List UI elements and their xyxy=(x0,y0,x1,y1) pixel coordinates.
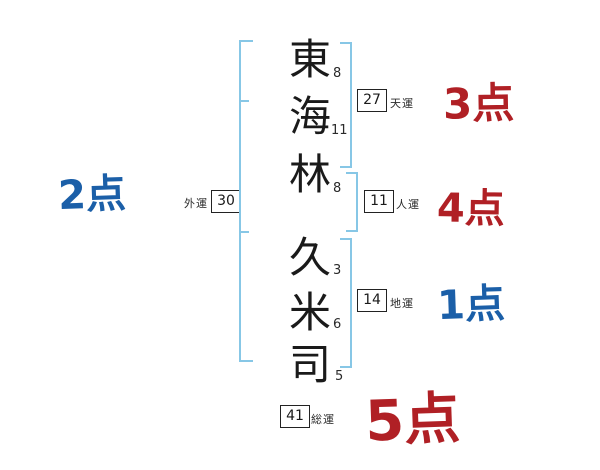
name-char-1: 東 xyxy=(288,35,331,84)
person-bracket-tick-top xyxy=(346,172,358,174)
name-char-4: 久 xyxy=(288,233,331,282)
heaven-bracket-tick-top xyxy=(340,42,352,44)
stroke-count-6: 5 xyxy=(335,369,344,384)
stroke-count-2: 11 xyxy=(331,123,348,138)
heaven-bracket-tick-bottom xyxy=(340,166,352,168)
person-luck-label: 人運 xyxy=(396,198,420,211)
heaven-luck-score: 3点 xyxy=(442,78,515,129)
earth-luck-score: 1点 xyxy=(436,280,506,330)
earth-luck-value-box: 14 xyxy=(357,289,387,312)
outer-bracket-line xyxy=(239,40,241,362)
stroke-count-1: 8 xyxy=(333,66,342,81)
name-char-3: 林 xyxy=(288,150,331,199)
outer-bracket-tick-bottom xyxy=(239,360,253,362)
name-char-2: 海 xyxy=(288,92,331,141)
earth-bracket-tick-bottom xyxy=(340,366,352,368)
earth-luck-label: 地運 xyxy=(390,297,414,310)
heaven-luck-value-box: 27 xyxy=(357,89,387,112)
outer-bracket-tick-mid2 xyxy=(239,231,249,233)
person-luck-value-box: 11 xyxy=(364,190,394,213)
earth-bracket-tick-top xyxy=(340,238,352,240)
outer-bracket-tick-top xyxy=(239,40,253,42)
total-luck-value-box: 41 xyxy=(280,405,310,428)
name-char-6: 司 xyxy=(288,340,331,389)
outer-luck-score: 2点 xyxy=(57,170,127,220)
person-bracket-line xyxy=(356,172,358,232)
total-luck-score: 5点 xyxy=(364,386,462,455)
earth-bracket-line xyxy=(350,238,352,368)
stroke-count-5: 6 xyxy=(333,317,342,332)
outer-luck-value-box: 30 xyxy=(211,190,241,213)
outer-bracket-tick-mid1 xyxy=(239,100,249,102)
stroke-count-3: 8 xyxy=(333,181,342,196)
name-char-5: 米 xyxy=(288,288,331,337)
person-bracket-tick-bottom xyxy=(346,230,358,232)
person-luck-score: 4点 xyxy=(436,185,506,233)
total-luck-label: 総運 xyxy=(311,413,335,426)
stroke-count-4: 3 xyxy=(333,263,342,278)
heaven-bracket-line xyxy=(350,42,352,168)
outer-luck-label: 外運 xyxy=(184,197,208,210)
heaven-luck-label: 天運 xyxy=(390,97,414,110)
